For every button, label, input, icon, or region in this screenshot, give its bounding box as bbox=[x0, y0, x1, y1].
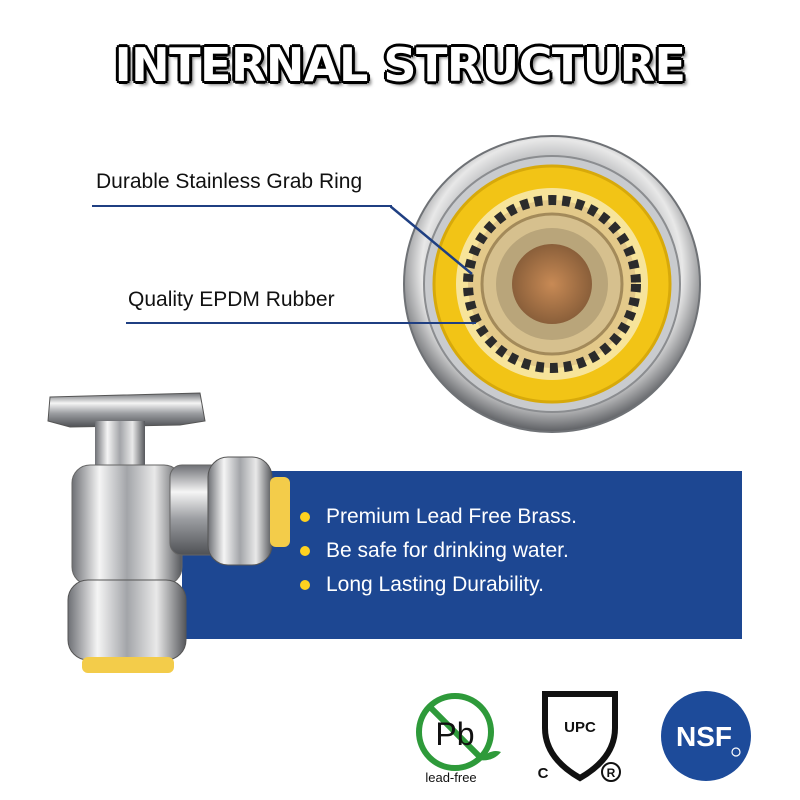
feature-text: Be safe for drinking water. bbox=[326, 539, 569, 562]
nsf-text: NSF bbox=[676, 721, 732, 752]
fitting-cross-section bbox=[403, 135, 701, 433]
callout-grab-ring-line bbox=[92, 205, 392, 207]
feature-item: Premium Lead Free Brass. bbox=[300, 500, 577, 534]
callout-rubber-line bbox=[126, 322, 476, 324]
bullet-icon bbox=[300, 580, 310, 590]
upc-shield-icon: UPC C R bbox=[538, 691, 621, 782]
lead-free-icon: Pb lead-free bbox=[416, 693, 501, 785]
page-title: INTERNAL STRUCTURE bbox=[114, 38, 686, 92]
feature-item: Be safe for drinking water. bbox=[300, 534, 577, 568]
lead-free-symbol: Pb bbox=[435, 716, 474, 752]
upc-r-mark: R bbox=[607, 766, 616, 780]
bullet-icon bbox=[300, 546, 310, 556]
upc-text: UPC bbox=[564, 719, 596, 736]
feature-text: Long Lasting Durability. bbox=[326, 573, 544, 596]
feature-text: Premium Lead Free Brass. bbox=[326, 505, 577, 528]
angle-stop-valve bbox=[47, 392, 290, 673]
upc-c-mark: C bbox=[538, 765, 549, 782]
callout-grab-ring-label: Durable Stainless Grab Ring bbox=[96, 170, 363, 193]
feature-list: Premium Lead Free Brass. Be safe for dri… bbox=[300, 500, 577, 602]
bullet-icon bbox=[300, 512, 310, 522]
callout-rubber-label: Quality EPDM Rubber bbox=[128, 288, 335, 311]
callout-grab-ring-leader bbox=[390, 205, 473, 275]
lead-free-caption: lead-free bbox=[425, 770, 476, 785]
feature-item: Long Lasting Durability. bbox=[300, 568, 577, 602]
nsf-seal-icon: NSF bbox=[661, 691, 751, 781]
